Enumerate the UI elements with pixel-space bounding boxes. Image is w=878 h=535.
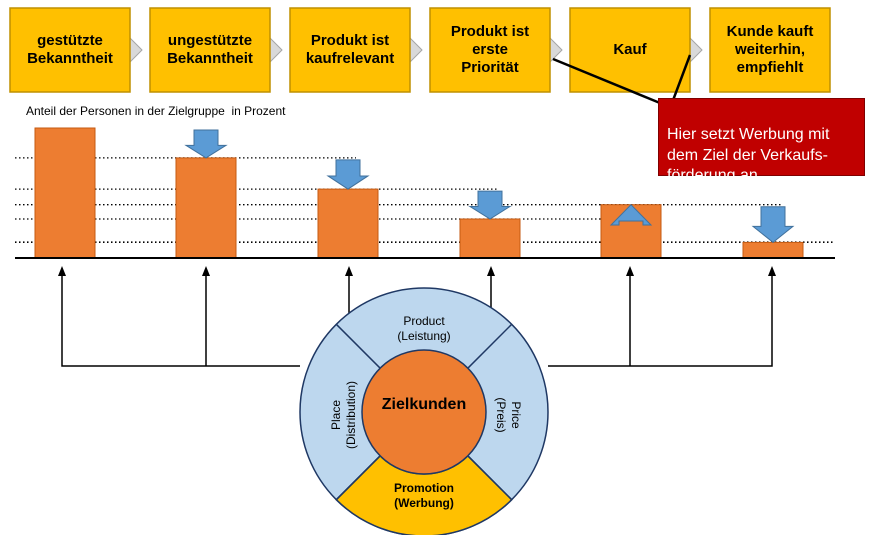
process-step-label-2: ungestützte Bekanntheit	[167, 32, 253, 67]
bar-3	[317, 188, 379, 259]
callout-box: Hier setzt Werbung mit dem Ziel der Verk…	[658, 98, 865, 184]
bar-6	[742, 241, 804, 259]
bar-series	[34, 127, 804, 259]
center-circle	[361, 349, 487, 475]
connector-arrowhead-2	[202, 266, 210, 276]
wheel-divider-3	[335, 323, 381, 369]
process-step-box-3	[289, 7, 411, 93]
connector-right-1	[548, 276, 773, 367]
wheel-divider-1	[467, 455, 513, 501]
process-step-box-4	[429, 7, 551, 93]
bar-4	[459, 218, 521, 259]
connector-arrowhead-1	[58, 266, 66, 276]
process-step-label-5: Kauf	[613, 41, 647, 58]
connector-left-1	[61, 276, 300, 367]
callout-pointer-empfiehlt	[670, 54, 692, 104]
step-connector-1	[129, 36, 143, 64]
connector-arrowhead-6	[768, 266, 776, 276]
callout-text: Hier setzt Werbung mit dem Ziel der Verk…	[667, 126, 830, 185]
callout-pointer-kauf	[552, 57, 661, 105]
process-step-label-4: Produkt ist erste Priorität	[450, 23, 530, 76]
bar-2	[175, 157, 237, 259]
down-arrow-2	[184, 129, 228, 159]
process-step-label-1: gestützte Bekanntheit	[27, 32, 113, 67]
down-arrow-6	[751, 206, 795, 244]
step-connector-5	[689, 36, 703, 64]
drop-arrows	[184, 129, 795, 244]
process-step-box-2	[149, 7, 271, 93]
connector-lines	[58, 266, 776, 367]
product-label: Product (Leistung)	[397, 314, 451, 343]
connector-arrowhead-5	[626, 266, 634, 276]
step-connector-2	[269, 36, 283, 64]
place-label: Place (Distribution)	[329, 381, 358, 450]
process-step-box-6	[709, 7, 831, 93]
marketing-mix-wheel	[299, 287, 549, 535]
connector-arrowhead-3	[345, 266, 353, 276]
wheel-dividers	[335, 323, 513, 501]
y-axis-label: Anteil der Personen in der Zielgruppe in…	[26, 104, 286, 118]
bar-1	[34, 127, 96, 259]
step-connector-3	[409, 36, 423, 64]
down-arrow-5	[609, 203, 653, 226]
center-label: Zielkunden	[381, 396, 467, 413]
process-steps	[9, 7, 831, 93]
wheel-divider-4	[467, 323, 513, 369]
process-step-box-1	[9, 7, 131, 93]
process-step-box-5	[569, 7, 691, 93]
process-step-label-6: Kunde kauft weiterhin, empfiehlt	[726, 23, 814, 76]
down-arrow-3	[326, 159, 370, 190]
down-arrow-4	[468, 190, 512, 220]
step-connector-4	[549, 36, 563, 64]
price-label: Price (Preis)	[494, 397, 523, 433]
process-step-label-3: Produkt ist kaufrelevant	[305, 32, 395, 67]
wheel-divider-2	[335, 455, 381, 501]
promotion-label: Promotion (Werbung)	[394, 481, 454, 510]
connector-arrowhead-4	[487, 266, 495, 276]
